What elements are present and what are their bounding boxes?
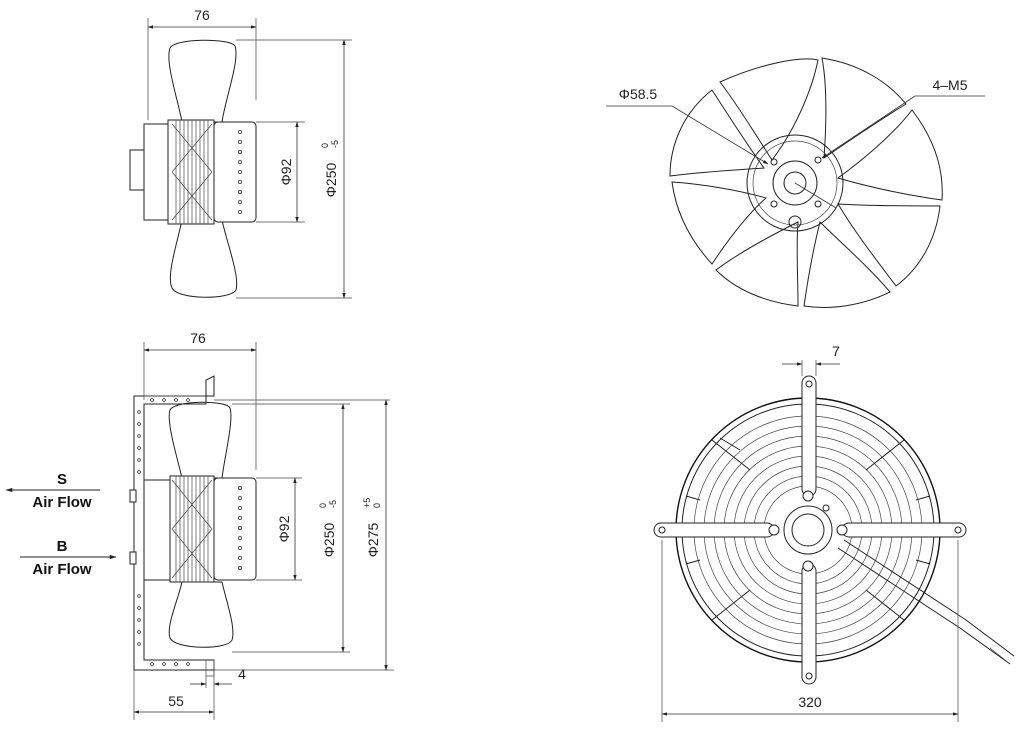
top-tol-upper: 0 xyxy=(320,143,330,148)
screw-holes xyxy=(770,156,822,208)
bottom-fan-dia-label: Φ250 xyxy=(321,523,337,558)
motor-body xyxy=(143,123,169,221)
motor-body-b xyxy=(143,479,171,581)
top-hub-dia-label: Φ92 xyxy=(278,158,294,185)
bottom-flange-label: 4 xyxy=(238,666,246,682)
airflow-s-text: Air Flow xyxy=(32,494,91,511)
bottom-base-label: 55 xyxy=(168,693,184,709)
bottom-hub-dia-label: Φ92 xyxy=(276,515,292,542)
top-width-label: 76 xyxy=(194,7,210,23)
airflow-s-letter: S xyxy=(57,471,67,488)
bottom-guard-dia-label: Φ275 xyxy=(365,523,381,558)
side-view-top: 76 Φ92 xyxy=(129,7,352,299)
bottom-guard-tol-upper: +5 xyxy=(362,498,372,508)
blade-upper-b xyxy=(168,401,232,479)
bottom-fan-tol-lower: -5 xyxy=(328,500,338,508)
blade-upper xyxy=(168,39,237,123)
bottom-guard-tol-lower: 0 xyxy=(372,503,382,508)
bore xyxy=(783,171,807,195)
impeller-blades xyxy=(669,57,943,308)
bottom-width-label: 76 xyxy=(190,330,206,346)
power-cable xyxy=(837,547,1011,665)
airflow-b: B Air Flow xyxy=(20,538,117,578)
motor-back-plate xyxy=(129,149,145,191)
top-fan-dia-label: Φ250 xyxy=(323,163,339,198)
airflow-b-letter: B xyxy=(57,538,68,555)
slot-width-label: 7 xyxy=(832,343,840,359)
front-view-top: Φ58.5 4–M5 xyxy=(606,57,985,308)
mounting-bracket xyxy=(133,375,215,671)
overall-width-label: 320 xyxy=(798,694,822,710)
mounting-arms xyxy=(653,375,967,685)
top-tol-lower: -5 xyxy=(330,140,340,148)
holes-label: 4–M5 xyxy=(932,77,967,93)
airflow-b-text: Air Flow xyxy=(32,561,91,578)
front-view-bottom: 7 320 xyxy=(653,343,1015,722)
blade-lower xyxy=(169,219,238,298)
guard-spokes xyxy=(685,420,931,621)
bore-dia-label: Φ58.5 xyxy=(619,86,658,102)
blade-lower-b xyxy=(168,581,234,648)
airflow-s: S Air Flow xyxy=(5,471,100,511)
hub-outer xyxy=(746,134,844,232)
guard-hub xyxy=(783,505,833,555)
hub-center xyxy=(772,160,818,206)
bottom-fan-tol-upper: 0 xyxy=(318,503,328,508)
side-view-bottom: 76 xyxy=(129,330,394,720)
